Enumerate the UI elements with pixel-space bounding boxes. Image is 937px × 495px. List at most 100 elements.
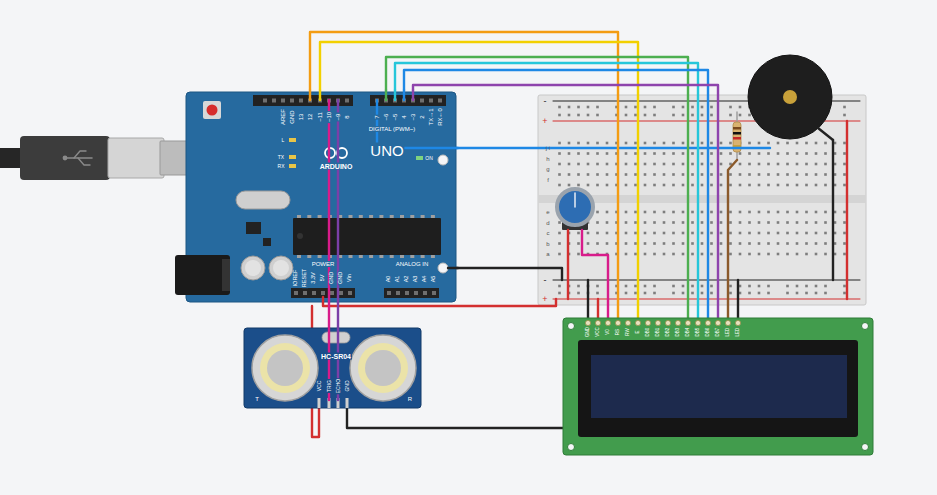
breadboard-hole	[805, 232, 808, 235]
breadboard-hole	[596, 152, 599, 155]
breadboard-hole	[720, 142, 723, 145]
lcd-pin	[615, 320, 620, 325]
breadboard-hole	[682, 232, 685, 235]
chip-pin	[307, 255, 311, 258]
breadboard-hole	[796, 232, 799, 235]
small-chip	[263, 238, 271, 246]
lcd-pin	[645, 320, 650, 325]
lcd-pin	[705, 320, 710, 325]
breadboard-hole	[786, 152, 789, 155]
breadboard-hole	[748, 211, 751, 214]
header-pin	[396, 291, 400, 295]
breadboard-hole	[577, 114, 580, 117]
lcd-pin-label: GND	[586, 326, 591, 338]
board-label: TX	[277, 155, 285, 160]
breadboard-hole	[634, 142, 637, 145]
header-pin	[312, 291, 316, 295]
breadboard-hole	[748, 114, 751, 117]
lcd-pin-label: RW	[626, 327, 631, 336]
breadboard-hole	[777, 163, 780, 166]
breadboard-hole	[701, 114, 704, 117]
board-label: DIGITAL (PWM~)	[368, 126, 417, 132]
wire	[377, 100, 458, 148]
breadboard-hole	[758, 242, 761, 245]
breadboard-hole	[568, 114, 571, 117]
breadboard-hole	[729, 142, 732, 145]
breadboard-hole	[739, 163, 742, 166]
wire	[728, 160, 737, 318]
breadboard-hole	[729, 152, 732, 155]
chip-pin	[390, 215, 394, 218]
breadboard-hole	[786, 253, 789, 256]
breadboard-hole	[634, 285, 637, 288]
chip-pin	[359, 215, 363, 218]
breadboard-hole	[748, 232, 751, 235]
breadboard-hole	[606, 152, 609, 155]
board-label: RX←0	[437, 107, 443, 127]
breadboard-hole	[739, 106, 742, 109]
breadboard-hole	[596, 142, 599, 145]
ultrasonic-sensor-drawing	[244, 328, 421, 408]
breadboard-hole	[786, 142, 789, 145]
breadboard-hole	[587, 142, 590, 145]
chip-pin	[349, 255, 353, 258]
breadboard-hole	[739, 221, 742, 224]
breadboard-hole	[653, 184, 656, 187]
transducer	[358, 343, 408, 393]
breadboard-hole	[843, 114, 846, 117]
breadboard-hole	[720, 232, 723, 235]
breadboard-hole	[682, 142, 685, 145]
breadboard-hole	[558, 173, 561, 176]
header-pin	[330, 291, 334, 295]
header-pin	[299, 99, 303, 103]
mounting-hole	[862, 444, 869, 451]
breadboard-hole	[672, 253, 675, 256]
breadboard-hole	[758, 173, 761, 176]
breadboard-hole	[739, 253, 742, 256]
chip-pin	[421, 255, 425, 258]
board-label: Vin	[347, 273, 353, 283]
breadboard-hole	[805, 173, 808, 176]
breadboard-hole	[739, 114, 742, 117]
breadboard-hole	[786, 292, 789, 295]
breadboard-hole	[644, 232, 647, 235]
breadboard-hole	[796, 285, 799, 288]
sensor-label: GND	[345, 379, 350, 392]
breadboard-hole	[824, 163, 827, 166]
wire	[587, 280, 589, 318]
breadboard-hole	[672, 242, 675, 245]
breadboard-hole	[796, 221, 799, 224]
header-pin	[294, 291, 298, 295]
breadboard-hole	[758, 292, 761, 295]
power-jack	[175, 255, 230, 295]
breadboard-hole	[691, 152, 694, 155]
lcd-pin	[715, 320, 720, 325]
breadboard-hole	[777, 184, 780, 187]
board-label: ~9	[335, 113, 341, 122]
breadboard-hole	[634, 292, 637, 295]
rail-line	[553, 280, 860, 281]
breadboard-label: +	[541, 117, 548, 126]
breadboard-hole	[720, 242, 723, 245]
wire	[322, 297, 324, 302]
breadboard-hole	[625, 232, 628, 235]
breadboard-hole	[625, 142, 628, 145]
breadboard-hole	[710, 106, 713, 109]
breadboard-hole	[786, 242, 789, 245]
breadboard-label: +	[541, 295, 548, 304]
breadboard-hole	[748, 163, 751, 166]
lcd-pin-label: RS	[616, 328, 621, 336]
breadboard-hole	[587, 242, 590, 245]
breadboard-hole	[682, 184, 685, 187]
board-label: GND	[329, 271, 335, 285]
breadboard-hole	[663, 152, 666, 155]
breadboard-hole	[672, 106, 675, 109]
lcd-pin-label: DB0	[646, 327, 651, 338]
board-label: 13	[298, 113, 304, 122]
led	[289, 138, 296, 142]
breadboard-hole	[701, 142, 704, 145]
board-body	[186, 92, 456, 302]
breadboard-hole	[815, 285, 818, 288]
breadboard-hole	[729, 114, 732, 117]
